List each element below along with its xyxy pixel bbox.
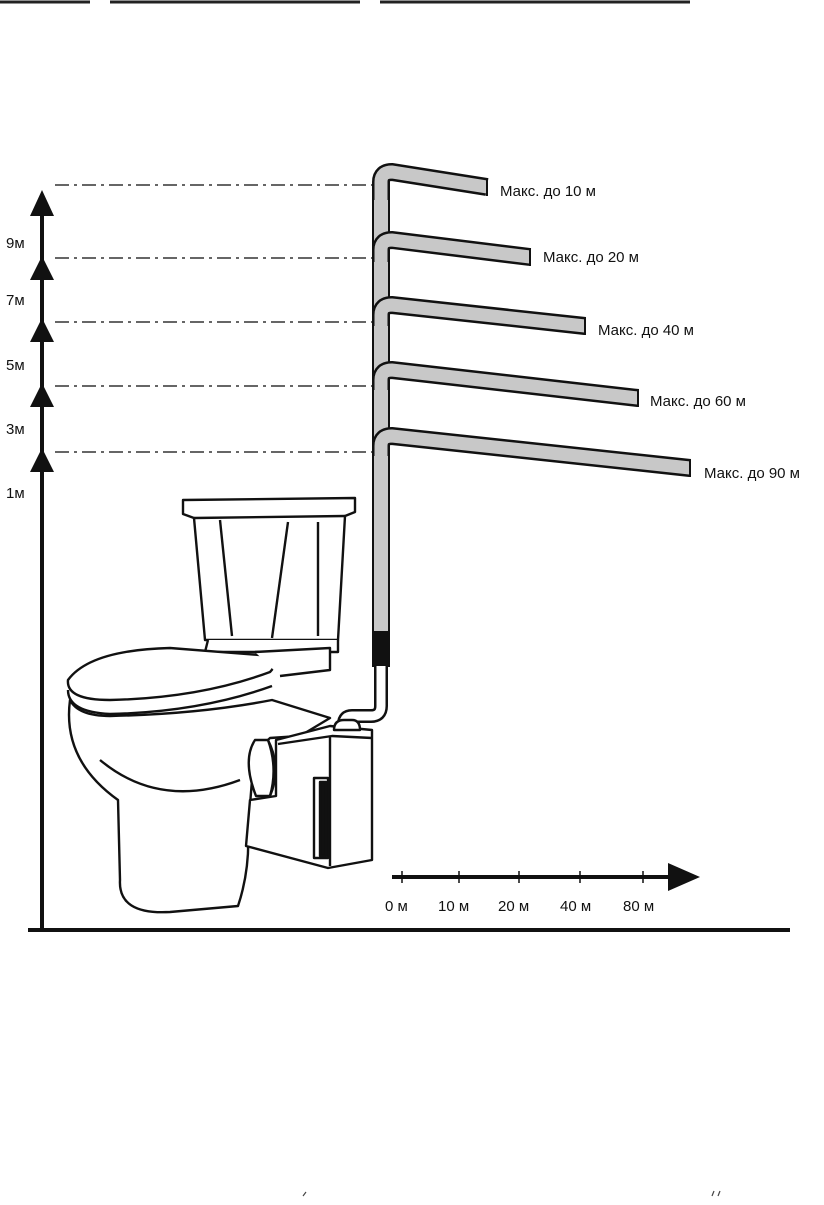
pipe-end-caps — [486, 178, 691, 477]
pipe-label-60m: Макс. до 60 м — [650, 393, 746, 410]
distance-label-10m: 10 м — [438, 898, 469, 915]
macerator-pump — [244, 718, 374, 870]
height-axis-arrowheads — [30, 190, 54, 472]
height-label-9m: 9м — [6, 235, 25, 252]
distance-axis — [392, 863, 700, 891]
distance-arrowhead — [668, 863, 700, 891]
distance-label-0m: 0 м — [385, 898, 408, 915]
height-label-1m: 1м — [6, 485, 25, 502]
height-label-5m: 5м — [6, 357, 25, 374]
height-arrow-1 — [30, 448, 54, 472]
distance-label-40m: 40 м — [560, 898, 591, 915]
toilet-tank — [181, 496, 357, 642]
height-label-7m: 7м — [6, 292, 25, 309]
branch-pipes — [372, 162, 691, 477]
distance-label-80m: 80 м — [623, 898, 654, 915]
height-arrow-2 — [30, 383, 54, 407]
toilet-outlet-coupling — [247, 738, 275, 798]
height-guides — [55, 184, 372, 453]
height-arrow-4 — [30, 256, 54, 280]
pipe-label-40m: Макс. до 40 м — [598, 322, 694, 339]
pipe-label-20m: Макс. до 20 м — [543, 249, 639, 266]
toilet-lid — [66, 646, 276, 702]
height-label-3m: 3м — [6, 421, 25, 438]
toilet — [66, 496, 357, 914]
height-arrow-5 — [30, 190, 54, 216]
height-arrow-3 — [30, 318, 54, 342]
distance-label-20m: 20 м — [498, 898, 529, 915]
pipe-label-90m: Макс. до 90 м — [704, 465, 800, 482]
cropped-bottom-marks — [302, 1190, 721, 1197]
pipe-black-connector — [372, 631, 390, 667]
pipe-label-10m: Макс. до 10 м — [500, 183, 596, 200]
